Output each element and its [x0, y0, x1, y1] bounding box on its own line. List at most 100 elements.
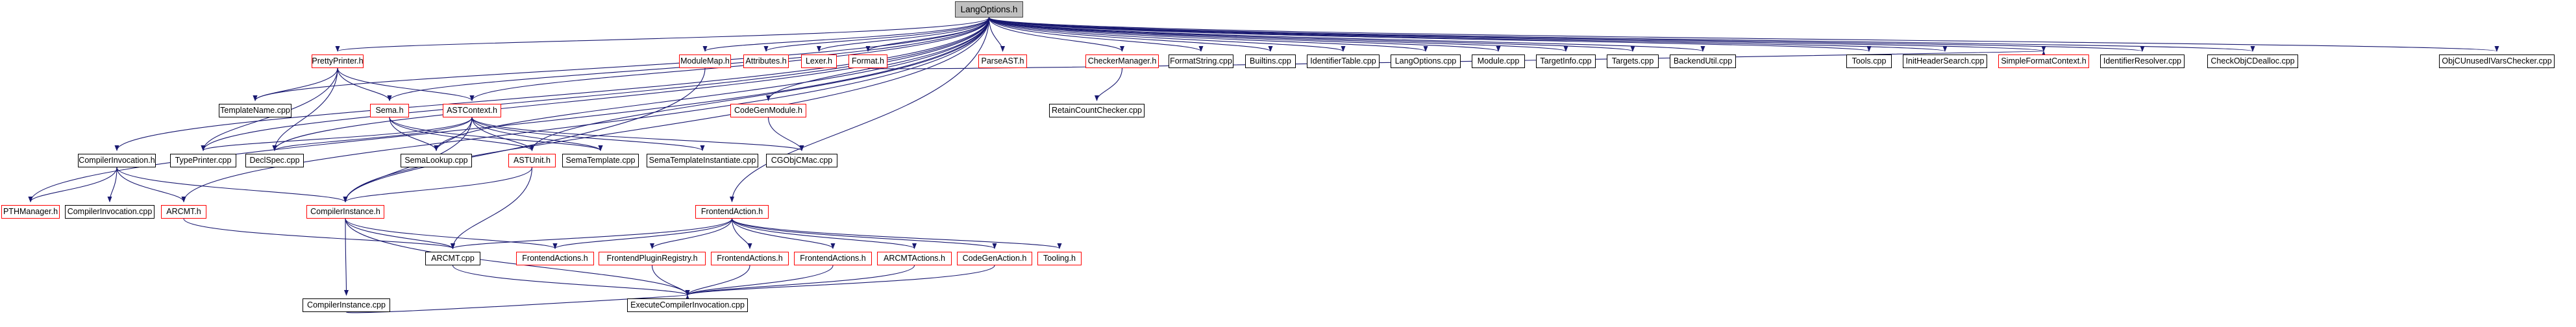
graph-node[interactable]: CompilerInvocation.cpp — [65, 205, 155, 219]
node-label: FrontendPluginRegistry.h — [606, 254, 698, 263]
graph-edge — [116, 167, 186, 202]
graph-node[interactable]: CGObjCMac.cpp — [766, 154, 837, 167]
graph-edge — [183, 218, 455, 249]
graph-node[interactable]: FrontendActions.h — [516, 252, 594, 265]
graph-node[interactable]: CheckerManager.h — [1085, 54, 1159, 68]
node-label: TypePrinter.cpp — [175, 156, 232, 165]
graph-edge — [389, 117, 603, 151]
graph-edge — [988, 17, 2255, 52]
graph-edge — [434, 117, 473, 151]
graph-node[interactable]: CompilerInstance.cpp — [303, 298, 390, 312]
graph-edge — [451, 218, 733, 249]
graph-edge — [731, 218, 836, 249]
node-label: CodeGenModule.h — [734, 106, 802, 115]
graph-node[interactable]: CodeGenAction.h — [957, 252, 1032, 265]
graph-node[interactable]: SemaTemplateInstantiate.cpp — [647, 154, 758, 167]
node-label: ARCMTActions.h — [884, 254, 945, 263]
graph-edge — [988, 17, 2144, 52]
graph-node[interactable]: FrontendAction.h — [695, 205, 769, 219]
graph-edge — [272, 117, 473, 151]
node-label: ARCMT.cpp — [431, 254, 475, 263]
graph-edge — [552, 218, 733, 249]
graph-edge — [337, 67, 475, 101]
graph-node[interactable]: TypePrinter.cpp — [170, 154, 236, 167]
graph-edge — [471, 117, 534, 151]
node-label: FrontendAction.h — [700, 207, 763, 217]
graph-node[interactable]: Attributes.h — [743, 54, 789, 68]
graph-edge — [343, 67, 706, 202]
graph-node[interactable]: Lexer.h — [801, 54, 837, 68]
graph-node[interactable]: Builtins.cpp — [1245, 54, 1296, 68]
graph-edge — [988, 17, 2046, 52]
graph-root-node[interactable]: LangOptions.h — [955, 1, 1023, 18]
graph-node[interactable]: BackendUtil.cpp — [1670, 54, 1736, 68]
graph-edge — [181, 17, 990, 202]
graph-node[interactable]: CodeGenModule.h — [730, 104, 806, 117]
graph-node[interactable]: Sema.h — [370, 104, 409, 117]
node-label: BackendUtil.cpp — [1673, 56, 1733, 66]
graph-edge — [702, 17, 990, 52]
graph-node[interactable]: TemplateName.cpp — [219, 104, 291, 117]
graph-node[interactable]: SemaTemplate.cpp — [562, 154, 639, 167]
graph-node[interactable]: ExecuteCompilerInvocation.cpp — [627, 298, 748, 312]
graph-node[interactable]: Format.h — [848, 54, 887, 68]
node-label: FrontendActions.h — [800, 254, 866, 263]
node-label: Attributes.h — [745, 56, 787, 66]
graph-node[interactable]: ParseAST.h — [978, 54, 1027, 68]
graph-node[interactable]: FrontendActions.h — [711, 252, 789, 265]
graph-node[interactable]: ARCMTActions.h — [877, 252, 952, 265]
graph-edge — [336, 17, 990, 52]
graph-edge — [434, 17, 990, 151]
graph-node[interactable]: TargetInfo.cpp — [1536, 54, 1596, 68]
graph-node[interactable]: ASTContext.h — [443, 104, 501, 117]
graph-node[interactable]: PTHManager.h — [1, 205, 60, 219]
graph-node[interactable]: ASTUnit.h — [508, 154, 556, 167]
graph-edge — [345, 218, 558, 249]
node-label: PrettyPrinter.h — [312, 56, 364, 66]
graph-node[interactable]: SimpleFormatContext.h — [1998, 54, 2089, 68]
graph-node[interactable]: FrontendPluginRegistry.h — [599, 252, 706, 265]
graph-node[interactable]: Tools.cpp — [1846, 54, 1892, 68]
graph-node[interactable]: ARCMT.cpp — [425, 252, 480, 265]
node-label: SemaTemplate.cpp — [565, 156, 636, 165]
graph-node[interactable]: ARCMT.h — [161, 205, 206, 219]
graph-edge — [471, 117, 603, 151]
graph-node[interactable]: FormatString.cpp — [1169, 54, 1233, 68]
graph-node[interactable]: RetainCountChecker.cpp — [1049, 104, 1145, 117]
node-label: ParseAST.h — [981, 56, 1024, 66]
graph-node[interactable]: CompilerInvocation.h — [78, 154, 156, 167]
graph-edge — [253, 67, 338, 101]
graph-node[interactable]: DeclSpec.cpp — [245, 154, 304, 167]
node-label: TemplateName.cpp — [220, 106, 290, 115]
graph-edge — [731, 218, 997, 249]
node-label: Module.cpp — [1477, 56, 1520, 66]
node-label: Format.h — [852, 56, 885, 66]
graph-node[interactable]: InitHeaderSearch.cpp — [1903, 54, 1987, 68]
graph-node[interactable]: Targets.cpp — [1607, 54, 1659, 68]
graph-edge — [343, 17, 990, 202]
graph-node[interactable]: IdentifierResolver.cpp — [2100, 54, 2185, 68]
graph-node[interactable]: ModuleMap.h — [679, 54, 731, 68]
graph-edge — [988, 17, 1705, 52]
graph-node[interactable]: LangOptions.cpp — [1391, 54, 1461, 68]
graph-edge — [988, 17, 1635, 52]
graph-edge — [685, 265, 834, 296]
graph-edge — [471, 117, 804, 151]
graph-edge — [345, 218, 455, 249]
graph-node[interactable]: PrettyPrinter.h — [312, 54, 364, 68]
graph-edge — [201, 117, 473, 151]
graph-node[interactable]: SemaLookup.cpp — [401, 154, 472, 167]
graph-node[interactable]: CheckObjCDealloc.cpp — [2207, 54, 2298, 68]
graph-edge — [988, 17, 1568, 52]
graph-node[interactable]: FrontendActions.h — [794, 252, 872, 265]
node-label: CheckObjCDealloc.cpp — [2211, 56, 2295, 66]
graph-edge — [817, 17, 990, 52]
graph-node[interactable]: IdentifierTable.cpp — [1307, 54, 1380, 68]
graph-node[interactable]: Tooling.h — [1037, 252, 1082, 265]
graph-node[interactable]: CompilerInstance.h — [306, 205, 384, 219]
graph-edge — [28, 17, 990, 202]
graph-node[interactable]: Module.cpp — [1472, 54, 1525, 68]
graph-node[interactable]: ObjCUnusedIVarsChecker.cpp — [2439, 54, 2555, 68]
graph-edge — [731, 218, 917, 249]
graph-edge — [731, 218, 1062, 249]
